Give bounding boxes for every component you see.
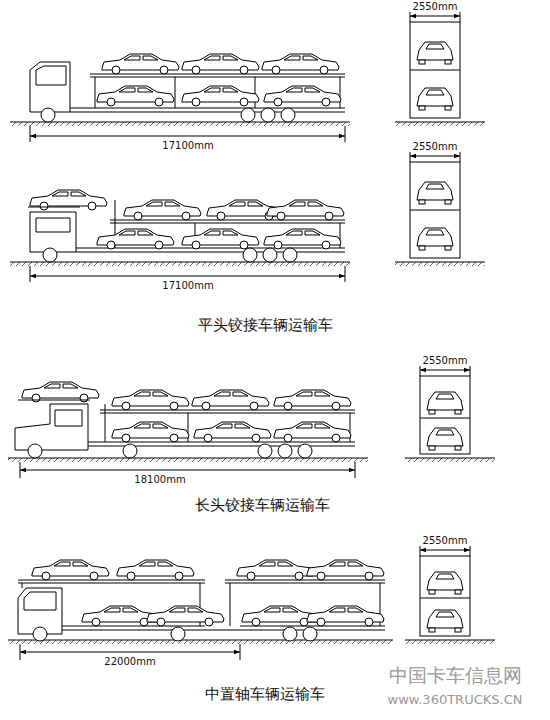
width-dimension: 2550mm — [412, 1, 459, 12]
watermark: 中国卡车信息网 — [388, 665, 523, 686]
length-dimension: 17100mm — [161, 140, 214, 151]
figure-caption: 长头铰接车辆运输车 — [194, 497, 331, 514]
length-dimension: 18100mm — [133, 474, 186, 485]
width-dimension: 2550mm — [412, 141, 459, 152]
length-dimension: 17100mm — [161, 280, 214, 291]
watermark: www.360TRUCKS.CN — [387, 693, 524, 707]
figure-caption: 中置轴车辆运输车 — [204, 686, 326, 703]
figure-caption: 平头铰接车辆运输车 — [197, 317, 334, 334]
length-dimension: 22000mm — [103, 656, 156, 667]
width-dimension: 2550mm — [422, 355, 469, 366]
width-dimension: 2550mm — [422, 535, 469, 546]
